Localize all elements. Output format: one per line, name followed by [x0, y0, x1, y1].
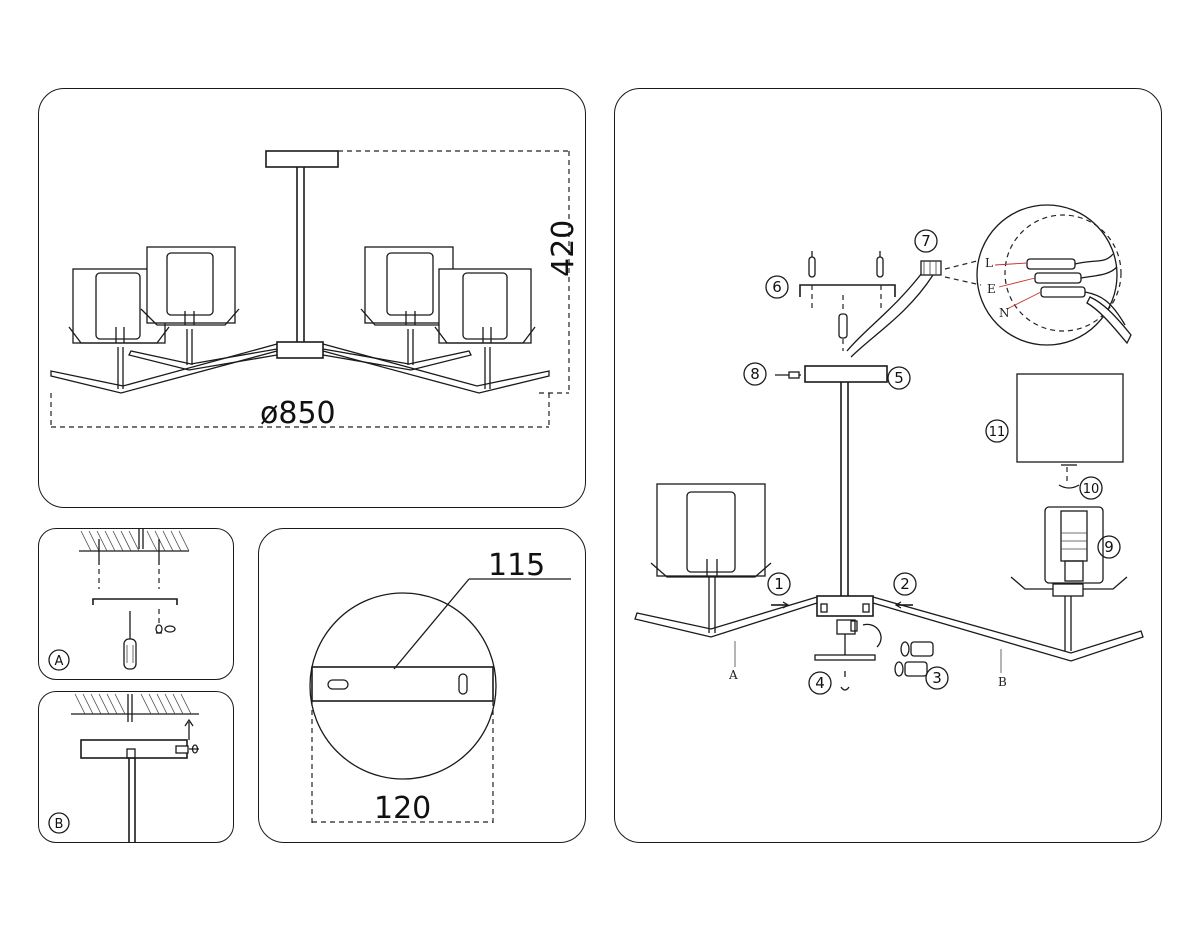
wiring-detail-zoom: [976, 204, 1118, 346]
step-b-panel: B: [38, 691, 234, 843]
glass-diffuser-part: [1044, 506, 1104, 584]
canopy-part: [804, 365, 888, 383]
mounting-plate-panel: 115 120: [258, 528, 586, 843]
height-dimension-label: 420: [546, 220, 581, 277]
slot-hole-right: [458, 673, 468, 695]
arm-a: [634, 483, 818, 638]
part-7-badge: [914, 229, 938, 253]
step-b-label: B: [55, 817, 64, 832]
dimensions-panel: 420 ø850: [38, 88, 586, 508]
plate-length-label: 115: [488, 548, 545, 583]
part-4-label: 4: [815, 674, 825, 692]
lamp-shade-2: [140, 246, 240, 326]
part-9-badge: [1097, 535, 1121, 559]
hub-fasteners: [814, 619, 934, 691]
mounting-bracket-part: [799, 251, 896, 351]
part-11-label: 11: [989, 425, 1006, 440]
part-10-badge: [1079, 476, 1103, 500]
part-1-label: 1: [774, 575, 784, 593]
wire-connectors: [994, 253, 1132, 345]
diameter-dimension-label: ø850: [260, 396, 336, 431]
plate-width-label: 120: [374, 791, 431, 826]
mounting-plate-drawing: 115 120: [309, 548, 571, 826]
canopy-outline: [309, 592, 497, 780]
wire-label-neutral: N: [999, 306, 1010, 320]
part-9-label: 9: [1104, 538, 1114, 556]
part-11-badge: [985, 419, 1009, 443]
part-8-badge: [743, 362, 767, 386]
canopy-fixing-drawing: B: [48, 693, 199, 842]
part-2-label: 2: [900, 575, 910, 593]
wire-label-live: L: [985, 256, 993, 270]
lamp-shade-part: [1016, 373, 1124, 463]
center-hub-part: [816, 595, 874, 617]
step-a-label: A: [55, 654, 64, 669]
part-7-label: 7: [921, 232, 931, 250]
arms: [50, 343, 550, 394]
arm-b-label: B: [998, 675, 1007, 689]
supply-wire: [846, 268, 926, 352]
mounting-bracket: [311, 666, 494, 702]
part-8-label: 8: [750, 365, 760, 383]
arm-a-label: A: [728, 668, 738, 682]
step-a-panel: A: [38, 528, 234, 680]
lamp-shade-4: [434, 268, 536, 344]
part-3-badge: [925, 666, 949, 690]
part-6-label: 6: [772, 278, 782, 296]
assembly-panel: 6 7 L E N 5: [614, 88, 1162, 843]
part-5-badge: [887, 366, 911, 390]
part-1-badge: [767, 572, 791, 596]
center-hub: [276, 341, 324, 359]
fixture-dimension-drawing: 420 ø850: [50, 150, 581, 431]
part-3-label: 3: [932, 669, 942, 687]
part-2-badge: [893, 572, 917, 596]
lamp-shade-3: [360, 246, 460, 326]
assembly-exploded-drawing: 6 7 L E N 5: [634, 204, 1144, 695]
part-5-label: 5: [894, 369, 904, 387]
arm-b: [872, 576, 1144, 662]
canopy: [265, 150, 339, 168]
ceiling-drilling-drawing: A: [48, 529, 190, 671]
part-10-label: 10: [1083, 482, 1100, 497]
lamp-shade-a: [656, 483, 766, 577]
screwdriver-icon: [123, 638, 137, 670]
wire-label-earth: E: [987, 282, 996, 296]
part-4-badge: [808, 671, 832, 695]
step-a-badge: [48, 649, 70, 671]
part-6-badge: [765, 275, 789, 299]
step-b-badge: [48, 812, 70, 834]
slot-hole-left: [327, 679, 349, 690]
